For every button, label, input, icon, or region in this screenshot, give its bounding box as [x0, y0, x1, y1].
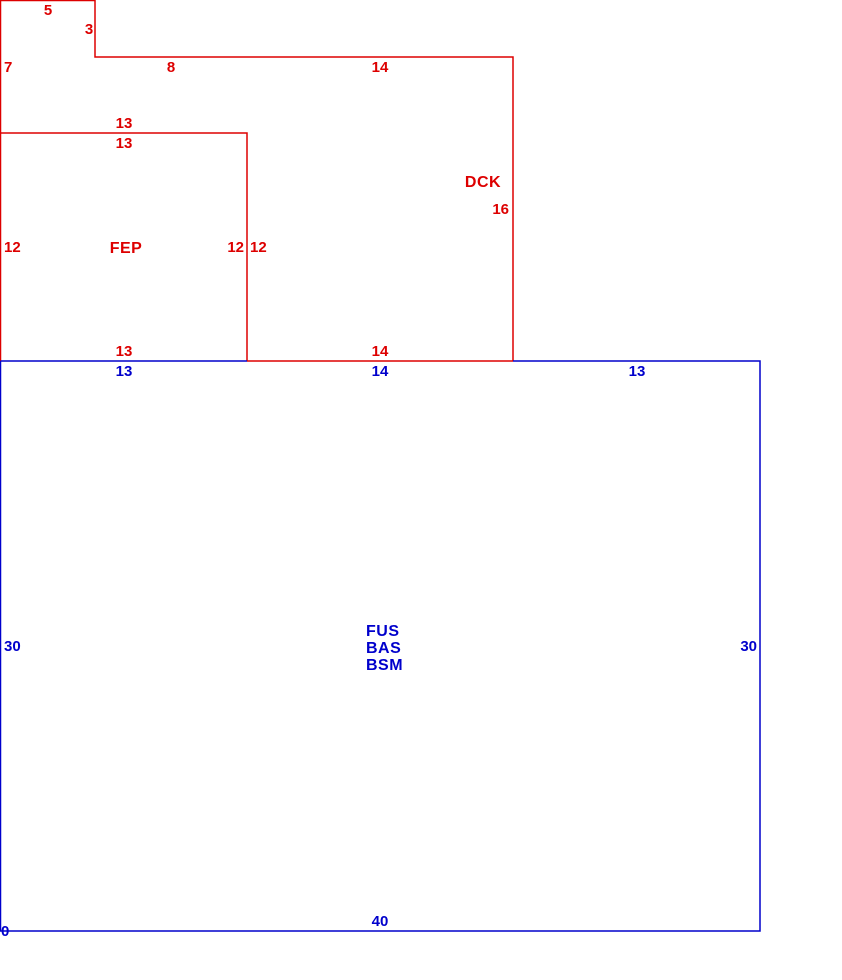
dim-ledge: 8 [167, 59, 175, 76]
dim-top-step: 5 [44, 2, 52, 19]
dim-right: 16 [492, 201, 509, 218]
fep-partition-outline [0, 132, 248, 361]
dim-main-top-left: 13 [116, 363, 133, 380]
dim-main-bottom: 40 [372, 913, 389, 930]
dim-step-right: 3 [85, 21, 93, 38]
dim-mid-right: 12 [250, 239, 267, 256]
area-code-fep: FEP [110, 240, 143, 257]
dim-main-top-right: 13 [629, 363, 646, 380]
dim-main-top-mid: 14 [372, 363, 389, 380]
dim-bottom-left: 13 [116, 343, 133, 360]
dim-bottom-right: 14 [372, 343, 389, 360]
dim-top-right: 14 [372, 59, 389, 76]
dim-partition-below: 13 [116, 135, 133, 152]
area-code-bsm: BSM [366, 657, 403, 674]
area-code-fus: FUS [366, 623, 400, 640]
dim-main-right: 30 [740, 638, 757, 655]
area-code-bas: BAS [366, 640, 401, 657]
dim-fep-left: 12 [4, 239, 21, 256]
dim-left-upper: 7 [4, 59, 12, 76]
dim-fep-right: 12 [227, 239, 244, 256]
dim-main-left: 30 [4, 638, 21, 655]
dim-partition-above: 13 [116, 115, 133, 132]
main-structure-outline [0, 360, 761, 932]
area-code-dck: DCK [465, 174, 501, 191]
upper-structure-outline [0, 0, 514, 361]
corner-label: 0 [1, 923, 9, 940]
